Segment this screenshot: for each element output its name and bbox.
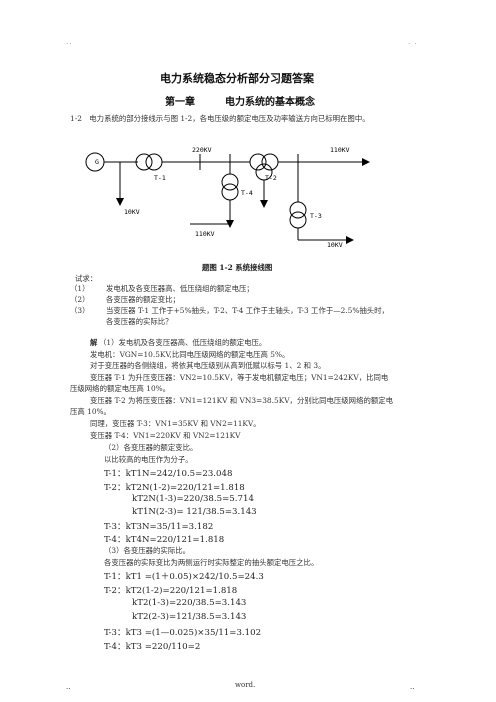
ask-item-3-num: （3） bbox=[70, 306, 90, 315]
calc-actual-t2-23: kT2(2-3)=121/38.5=3.143 bbox=[132, 612, 247, 622]
calc-ratio-t3: T-3：kT3N=35/11=3.182 bbox=[104, 522, 214, 532]
solution-winding-labels: 对于变压器的各侧绕组，将依其电压级别从高到低赋以标号 1、2 和 3。 bbox=[90, 361, 326, 370]
ask-item-3-text: 当变压器 T-1 工作于+5%抽头，T-2、T-4 工作于主轴头，T-3 工作于… bbox=[106, 306, 389, 315]
calc-actual-t2-13: kT2(1-3)=220/38.5=3.143 bbox=[132, 598, 247, 608]
document-title: 电力系统稳态分析部分习题答案 bbox=[160, 72, 314, 85]
ask-item-1-num: （1） bbox=[70, 284, 90, 293]
label-10kv-left: 10KV bbox=[124, 208, 140, 216]
label-t3: T-3 bbox=[310, 212, 322, 220]
ask-item-2-text: 各变压器的额定变比； bbox=[106, 295, 180, 304]
transformer-t4-icon bbox=[221, 173, 239, 191]
calc-actual-t2-12: T-2：kT2(1-2)=220/121=1.818 bbox=[104, 586, 238, 596]
transformer-t3-icon bbox=[289, 201, 307, 219]
solution-part3: （3）各变压器的实际比。 bbox=[104, 546, 191, 555]
calc-actual-t1: T-1：kT1 =(1＋0.05)×242/10.5=24.3 bbox=[104, 572, 264, 582]
label-110kv-top: 110KV bbox=[330, 146, 350, 154]
ask-item-1-text: 发电机及各变压器高、低压绕组的额定电压； bbox=[106, 284, 254, 293]
chapter-title: 电力系统的基本概念 bbox=[225, 97, 315, 108]
header-dots-right: . . bbox=[408, 38, 418, 46]
calc-ratio-t2-12: T-2：kT2N(1-2)=220/121=1.818 bbox=[104, 483, 245, 493]
footer-right: .. bbox=[410, 683, 415, 691]
label-220kv: 220KV bbox=[192, 146, 212, 154]
solution-generator: 发电机：VGN=10.5KV,比同电压级网络的额定电压高 5%。 bbox=[90, 350, 290, 359]
calc-ratio-t2-23: kT1N(2-3)= 121/38.5=3.143 bbox=[132, 507, 257, 517]
problem-statement: 1-2 电力系统的部分接线示与图 1-2，各电压级的额定电压及功率输送方向已标明… bbox=[70, 114, 370, 123]
ask-item-2-num: （2） bbox=[70, 295, 90, 304]
solution-marker: 解 bbox=[90, 338, 98, 347]
solution-part3-note: 各变压器的实际变比为两侧运行时实际整定的抽头额定电压之比。 bbox=[104, 558, 319, 567]
calc-ratio-t1: T-1：kT1N=242/10.5=23.048 bbox=[104, 469, 233, 479]
generator-label: G bbox=[95, 158, 99, 166]
calc-ratio-t2-13: kT2N(1-3)=220/38.5=5.714 bbox=[132, 494, 254, 504]
solution-t2-a: 变压器 T-2 为将压变压器：VN1=121KV 和 VN3=38.5KV，分别… bbox=[90, 396, 394, 405]
label-10kv-right: 10KV bbox=[327, 241, 343, 249]
label-110kv-bottom: 110KV bbox=[195, 230, 215, 238]
ask-item-3-cont: 各变压器的实际比？ bbox=[106, 317, 173, 326]
transformer-t1-icon bbox=[135, 153, 153, 171]
solution-t3: 同理，变压器 T-3：VN1=35KV 和 VN2=11KV。 bbox=[90, 419, 261, 428]
solution-t4: 变压器 T-4：VN1=220KV 和 VN2=121KV bbox=[90, 431, 241, 440]
system-wiring-diagram: G 220KV 110KV 10KV 110KV 10KV T-1 T-2 T-… bbox=[85, 146, 370, 249]
label-t2: T-2 bbox=[265, 174, 277, 182]
solution-part1: （1）发电机及各变压器高、低压绕组的额定电压。 bbox=[99, 338, 267, 347]
calc-ratio-t4: T-4：kT4N=220/121=1.818 bbox=[104, 535, 225, 545]
footer-center: word. bbox=[235, 681, 256, 689]
ask-intro: 试求： bbox=[75, 274, 98, 283]
solution-t2-b: 压高 10%。 bbox=[70, 407, 111, 416]
solution-t1-b: 压级网络的额定电压高 10%。 bbox=[70, 384, 171, 393]
calc-actual-t3: T-3：kT3 =(1—0.025)×35/11=3.102 bbox=[104, 628, 262, 638]
solution-t1-a: 变压器 T-1 为升压变压器：VN2=10.5KV，等于发电机额定电压；VN1=… bbox=[90, 373, 389, 382]
footer-left: .. bbox=[66, 683, 71, 691]
solution-part2: （2）各变压器的额定变比。 bbox=[104, 443, 198, 452]
calc-actual-t4: T-4：kT3 =220/110=2 bbox=[104, 642, 201, 652]
chapter-number: 第一章 bbox=[165, 97, 195, 108]
label-t4: T-4 bbox=[241, 189, 253, 197]
label-t1: T-1 bbox=[154, 174, 166, 182]
header-dots-left: .. bbox=[66, 38, 73, 46]
figure-caption: 题图 1-2 系统接线图 bbox=[202, 263, 273, 272]
transformer-t2-icon bbox=[249, 153, 267, 171]
solution-part2-note: 以比较高的电压作为分子。 bbox=[104, 455, 193, 464]
